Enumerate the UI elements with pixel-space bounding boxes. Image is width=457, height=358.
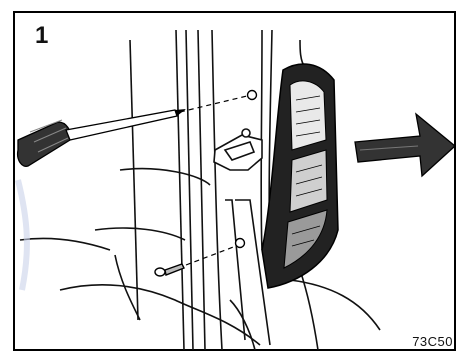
- step-number: 1: [35, 22, 48, 50]
- figure-code: 73C50: [412, 334, 453, 349]
- figure-frame: [14, 12, 455, 350]
